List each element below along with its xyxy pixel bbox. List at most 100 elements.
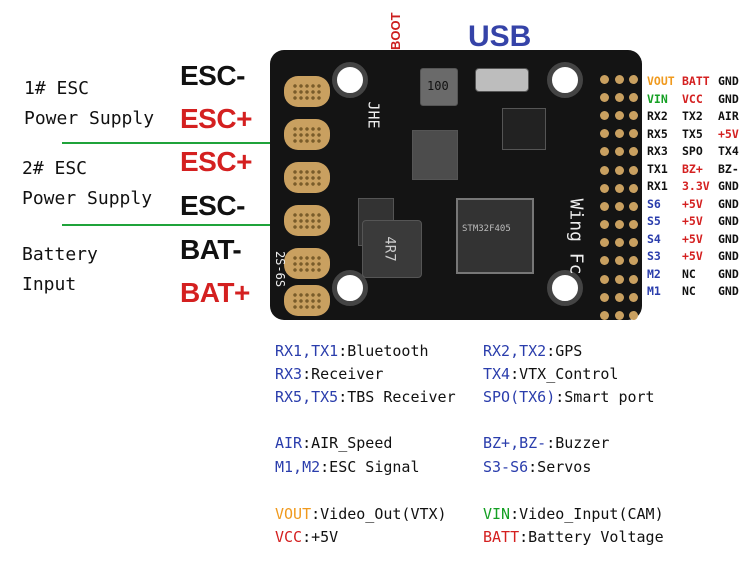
- pin-table-cell: S4: [647, 231, 661, 246]
- capacitor-100: 100: [420, 68, 458, 106]
- pad-label-esc-minus-1: ESC-: [180, 60, 245, 91]
- legend-air: AIR:AIR_Speed: [275, 434, 393, 452]
- pin-table-row: S4 +5V GND: [647, 231, 751, 249]
- pin-header-col1: [600, 70, 609, 325]
- pin-table-cell: TX2: [682, 109, 703, 123]
- pin-table-cell: GND: [718, 284, 739, 298]
- esc2-label-line1: 2# ESC: [22, 158, 88, 179]
- pin-header-col2: [615, 70, 624, 325]
- mount-hole: [547, 270, 583, 306]
- pin-table-row: RX5 TX5 +5V: [647, 126, 751, 144]
- pin-table-cell: RX3: [647, 144, 668, 158]
- brand-silk: JHE: [364, 101, 383, 129]
- pin-table-cell: M1: [647, 284, 661, 298]
- pin-table-cell: 3.3V: [682, 179, 710, 193]
- inductor-4r7: 4R7: [362, 220, 422, 278]
- pin-table-cell: RX5: [647, 126, 668, 141]
- pin-table-row: VOUT BATT GND: [647, 73, 751, 91]
- pin-table-cell: +5V: [718, 126, 739, 141]
- pin-table-cell: +5V: [682, 249, 703, 263]
- pin-table-cell: AIR: [718, 109, 739, 123]
- pin-table-cell: S3: [647, 249, 661, 263]
- pin-table-cell: GND: [718, 231, 739, 246]
- pad-label-esc-plus-2: ESC+: [180, 146, 252, 177]
- pin-table-cell: RX2: [647, 109, 668, 123]
- legend-tx4: TX4:VTX_Control: [483, 365, 619, 383]
- usb-chip: [502, 108, 546, 150]
- legend-batt: BATT:Battery Voltage: [483, 528, 664, 546]
- legend-rx5-tx5: RX5,TX5:TBS Receiver: [275, 388, 456, 406]
- usb-connector: [475, 68, 529, 92]
- pad-bat-plus: [284, 285, 330, 316]
- pin-table-cell: RX1: [647, 179, 668, 193]
- pin-table-cell: M2: [647, 266, 661, 281]
- pad-label-esc-plus-1: ESC+: [180, 103, 252, 134]
- pin-table-cell: NC: [682, 266, 696, 281]
- legend-buzzer: BZ+,BZ-:Buzzer: [483, 434, 610, 452]
- pin-table-cell: SPO: [682, 144, 703, 158]
- pin-table-cell: BZ+: [682, 161, 703, 176]
- pin-table-cell: TX4: [718, 144, 739, 158]
- pin-table-cell: VOUT: [647, 74, 675, 88]
- pin-table-cell: BZ-: [718, 161, 739, 176]
- pin-table-cell: VIN: [647, 91, 668, 106]
- flight-controller-board: 4R7 100 STM32F405 JHE Wing Fc 2S-6S: [270, 50, 642, 321]
- esc1-label-line1: 1# ESC: [24, 78, 90, 99]
- legend-vin: VIN:Video_Input(CAM): [483, 505, 664, 523]
- legend-rx3: RX3:Receiver: [275, 365, 384, 383]
- pin-table-cell: +5V: [682, 196, 703, 211]
- pad-label-esc-minus-2: ESC-: [180, 190, 245, 221]
- separator-line: [62, 224, 277, 226]
- pin-table-cell: BATT: [682, 74, 710, 88]
- pin-table-cell: TX5: [682, 126, 703, 141]
- legend-rx1-tx1: RX1,TX1:Bluetooth: [275, 342, 429, 360]
- separator-line: [62, 142, 277, 144]
- pin-table-cell: GND: [718, 91, 739, 106]
- pin-table-cell: TX1: [647, 161, 668, 176]
- pad-esc-plus-1: [284, 119, 330, 150]
- legend-motors: M1,M2:ESC Signal: [275, 458, 420, 476]
- legend-spo: SPO(TX6):Smart port: [483, 388, 655, 406]
- esc2-label: 2# ESC Power Supply: [22, 154, 152, 214]
- pin-table-cell: S6: [647, 196, 661, 211]
- pin-table-row: RX1 3.3V GND: [647, 178, 751, 196]
- legend-servos: S3-S6:Servos: [483, 458, 592, 476]
- esc1-label: 1# ESC Power Supply: [24, 74, 154, 134]
- legend-rx2-tx2: RX2,TX2:GPS: [483, 342, 583, 360]
- battery-label-line1: Battery: [22, 244, 98, 265]
- usb-label: USB: [468, 20, 532, 53]
- pin-table-row: S5 +5V GND: [647, 213, 751, 231]
- esc2-label-line2: Power Supply: [22, 188, 153, 209]
- pin-table-cell: GND: [718, 74, 739, 88]
- pad-esc-minus-2: [284, 205, 330, 236]
- pin-table-cell: GND: [718, 266, 739, 281]
- mount-hole: [332, 62, 368, 98]
- pad-esc-minus-1: [284, 76, 330, 107]
- legend-vout: VOUT:Video_Out(VTX): [275, 505, 447, 523]
- capacitor-label: 100: [427, 79, 449, 93]
- pin-table-cell: GND: [718, 179, 739, 193]
- inductor-chip: [412, 130, 458, 180]
- board-name-silk: Wing Fc: [565, 198, 587, 275]
- battery-label-line2: Input: [22, 274, 77, 295]
- mount-hole: [547, 62, 583, 98]
- inductor-label: 4R7: [381, 236, 398, 262]
- pad-label-bat-minus: BAT-: [180, 234, 242, 265]
- pin-header-col3: [629, 70, 638, 325]
- pin-table-row: M2 NC GND: [647, 266, 751, 284]
- pin-table-cell: GND: [718, 214, 739, 228]
- pin-table-cell: S5: [647, 214, 661, 228]
- pin-table-cell: +5V: [682, 214, 703, 228]
- esc1-label-line2: Power Supply: [24, 108, 155, 129]
- legend-vcc: VCC:+5V: [275, 528, 339, 546]
- pin-table-cell: +5V: [682, 231, 703, 246]
- pad-bat-minus: [284, 248, 330, 279]
- pad-label-bat-plus: BAT+: [180, 277, 250, 308]
- mcu-chip: STM32F405: [456, 198, 534, 274]
- pin-table-row: TX1 BZ+ BZ-: [647, 161, 751, 179]
- pad-esc-plus-2: [284, 162, 330, 193]
